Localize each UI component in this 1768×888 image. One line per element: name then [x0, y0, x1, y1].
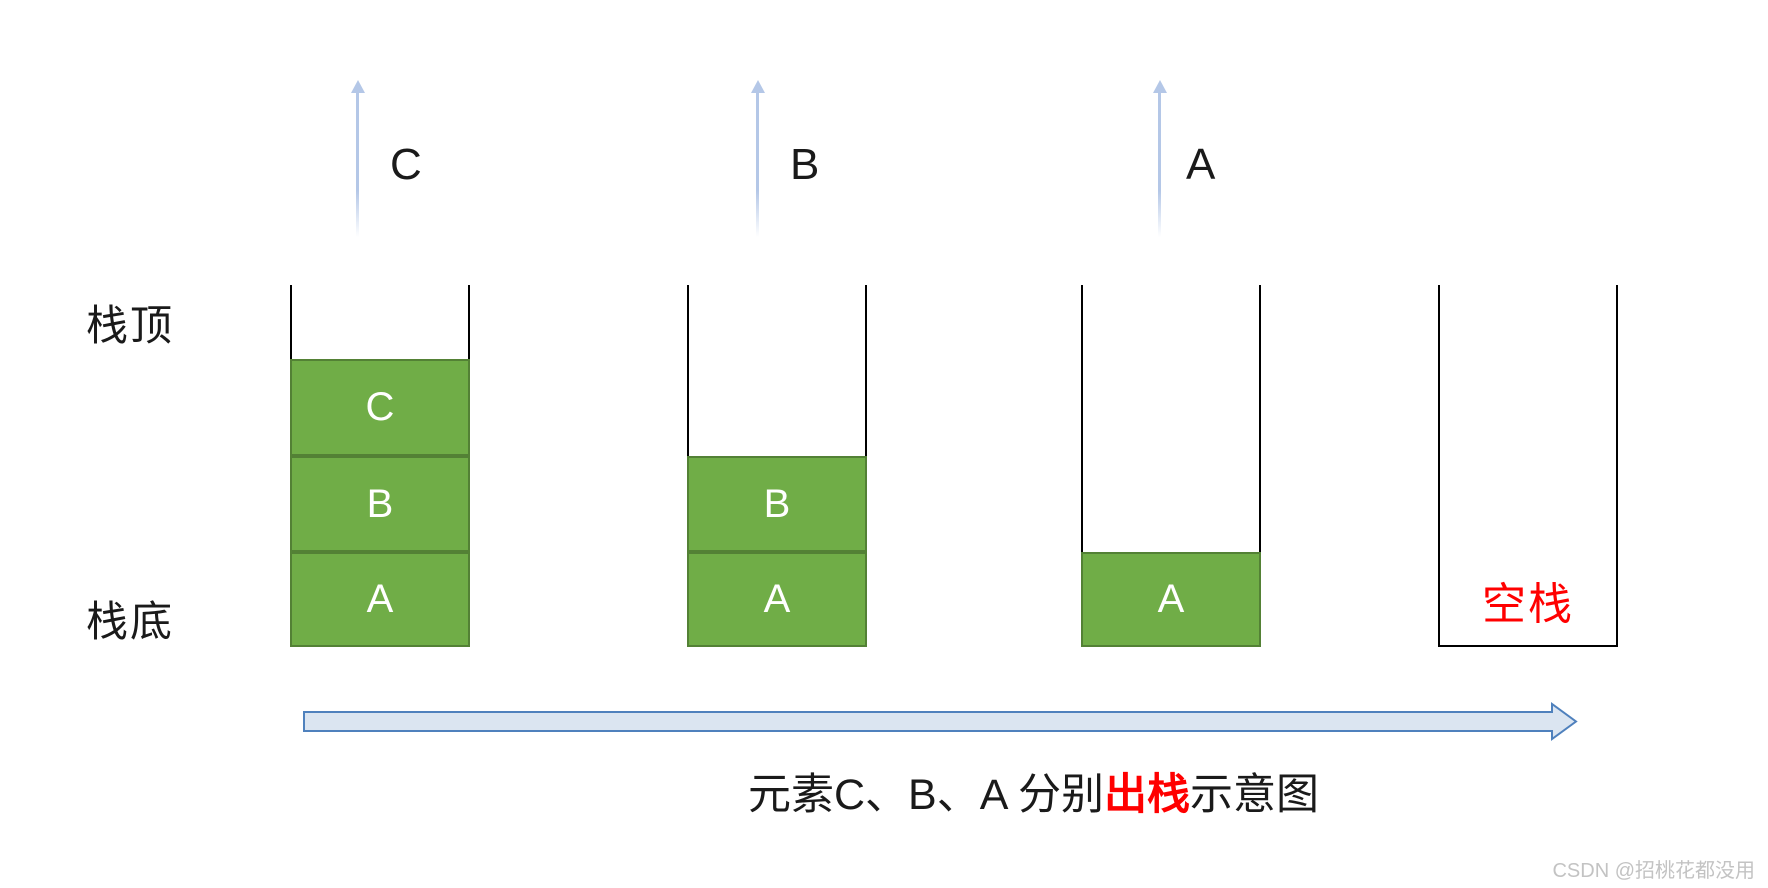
caption-prefix: 元素C、B、A 分别	[748, 771, 1104, 819]
stack-container-state-1: C B A	[290, 285, 470, 647]
sequence-arrow-icon	[303, 702, 1578, 741]
pop-arrow-b-icon	[756, 93, 759, 237]
pop-arrow-c-icon	[356, 93, 359, 237]
diagram-caption: 元素C、B、A 分别出栈示意图	[748, 760, 1319, 822]
stack-block: A	[290, 552, 470, 647]
stack-container-state-2: B A	[687, 285, 867, 647]
pop-label-b: B	[790, 140, 820, 189]
caption-suffix: 示意图	[1190, 771, 1319, 819]
pop-arrow-a-icon	[1158, 93, 1161, 237]
stack-container-state-4: 空栈	[1438, 285, 1618, 647]
stack-block: A	[687, 552, 867, 647]
stack-bottom-label: 栈底	[86, 598, 175, 645]
stack-block: B	[687, 456, 867, 552]
stack-block: C	[290, 359, 470, 456]
stack-container-state-3: A	[1081, 285, 1261, 647]
caption-highlight: 出栈	[1104, 771, 1190, 819]
pop-label-c: C	[390, 140, 422, 189]
stack-top-label: 栈顶	[86, 302, 175, 349]
pop-label-a: A	[1186, 140, 1216, 189]
stack-block: B	[290, 456, 470, 552]
stack-block: A	[1081, 552, 1261, 647]
empty-stack-label: 空栈	[1482, 580, 1574, 629]
csdn-watermark: CSDN @招桃花都没用	[1552, 860, 1755, 882]
